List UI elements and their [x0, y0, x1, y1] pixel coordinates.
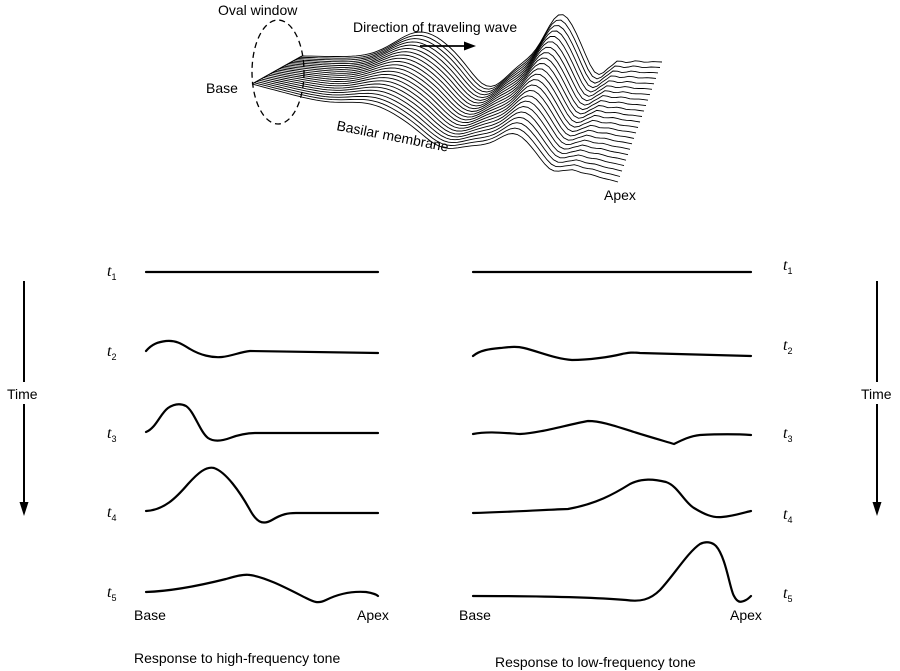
membrane-mesh-line	[279, 64, 643, 119]
high-base-label: Base	[134, 607, 166, 623]
low-freq-wave-t3	[471, 419, 753, 446]
direction-arrow-head	[464, 41, 476, 51]
membrane-mesh-line	[265, 75, 631, 150]
membrane-mesh-line	[263, 77, 629, 156]
membrane-mesh-line	[281, 61, 645, 115]
low-base-label: Base	[459, 607, 491, 623]
t1-label-left: t1	[107, 263, 116, 282]
membrane-base-edge	[251, 55, 303, 85]
basilar-membrane-mesh	[251, 14, 663, 183]
high-frequency-panel: Base Apex Response to high-frequency ton…	[134, 270, 389, 666]
t3-label-right: t3	[783, 425, 792, 444]
membrane-mesh-line	[256, 81, 623, 172]
membrane-mesh-line	[270, 73, 635, 139]
low-apex-label: Apex	[730, 607, 762, 623]
time-label-left: Time	[7, 386, 38, 402]
basilar-membrane-label: Basilar membrane	[335, 117, 450, 154]
t4-label-left: t4	[107, 504, 116, 523]
t4-label-right: t4	[783, 506, 792, 525]
high-freq-wave-t3	[144, 403, 380, 442]
t2-label-right: t2	[783, 337, 792, 356]
membrane-mesh-line	[254, 82, 621, 177]
time-label-right: Time	[861, 386, 892, 402]
membrane-mesh-line	[290, 41, 653, 101]
apex-label-top: Apex	[604, 187, 636, 203]
membrane-mesh-line	[292, 36, 655, 99]
membrane-mesh-line	[251, 83, 619, 183]
t2-label-left: t2	[107, 343, 116, 362]
t5-label-left: t5	[107, 584, 116, 603]
membrane-mesh-line	[288, 46, 651, 104]
membrane-mesh-line	[301, 14, 663, 87]
base-label-top: Base	[206, 80, 238, 96]
oval-window-label: Oval window	[218, 2, 298, 18]
low-freq-wave-t2	[471, 345, 753, 362]
membrane-mesh-line	[258, 79, 625, 167]
traveling-wave-3d-diagram: Oval window Direction of traveling wave …	[206, 2, 663, 203]
membrane-mesh-line	[299, 19, 661, 90]
t5-label-right: t5	[783, 585, 792, 604]
t3-label-left: t3	[107, 425, 116, 444]
low-freq-wave-t5	[471, 541, 753, 603]
high-apex-label: Apex	[357, 607, 389, 623]
t1-label-right: t1	[783, 257, 792, 276]
time-step-labels-left: t1 t2 t3 t4 t5	[107, 263, 116, 603]
low-frequency-panel: Base Apex Response to low-frequency tone	[459, 270, 762, 670]
membrane-mesh-line	[267, 74, 633, 145]
membrane-mesh-line	[283, 57, 647, 111]
membrane-mesh-line	[272, 72, 637, 134]
membrane-mesh-line	[286, 52, 649, 107]
direction-label: Direction of traveling wave	[353, 19, 517, 35]
high-freq-wave-t4	[144, 466, 380, 524]
high-caption: Response to high-frequency tone	[134, 650, 340, 666]
membrane-mesh-line	[274, 70, 639, 128]
low-caption: Response to low-frequency tone	[495, 654, 696, 670]
time-step-labels-right: t1 t2 t3 t4 t5	[783, 257, 792, 604]
membrane-mesh-line	[276, 67, 641, 124]
low-freq-wave-t4	[471, 478, 753, 519]
membrane-mesh-line	[295, 30, 657, 96]
high-freq-wave-t2	[144, 339, 380, 359]
high-freq-wave-t5	[144, 573, 380, 604]
membrane-mesh-line	[261, 78, 627, 161]
membrane-mesh-line	[297, 25, 659, 93]
